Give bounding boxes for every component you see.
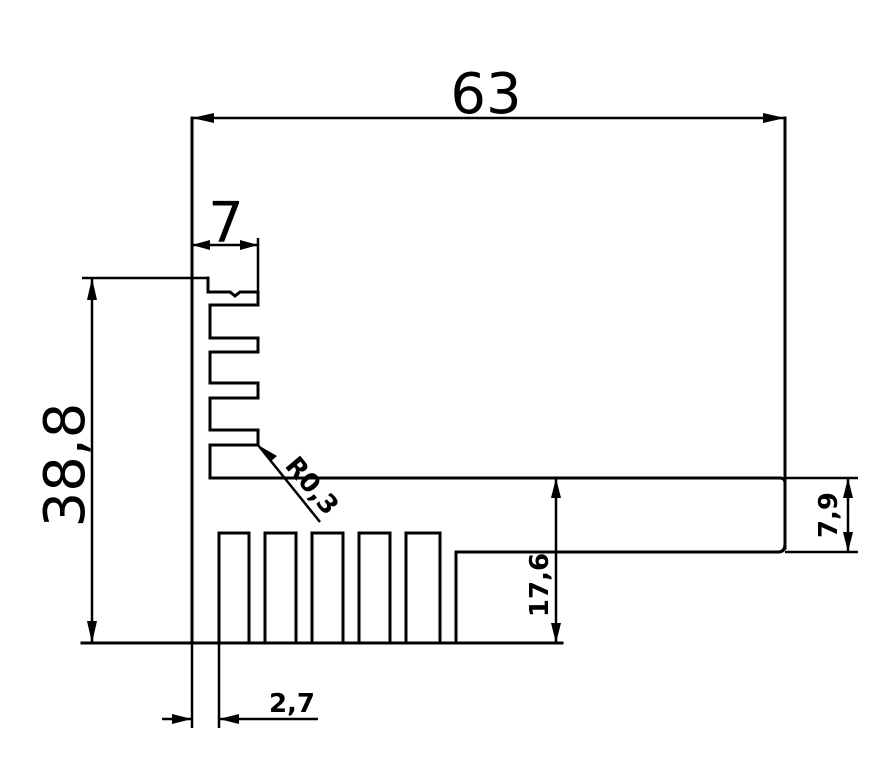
dimension-2-7: 2,7 bbox=[162, 643, 318, 728]
dimension-7-label: 7 bbox=[208, 191, 244, 256]
dimension-7-9: 7,9 bbox=[785, 476, 858, 554]
profile-outline bbox=[80, 116, 787, 645]
dimension-2-7-label: 2,7 bbox=[269, 689, 315, 719]
dimension-38-8: 38,8 bbox=[33, 276, 208, 643]
left-fins bbox=[206, 276, 787, 485]
dimension-17-6-label: 17,6 bbox=[525, 553, 555, 617]
dimension-r0-3: R0,3 bbox=[257, 444, 344, 523]
base-plate-right-step bbox=[454, 543, 787, 645]
dimension-7: 7 bbox=[192, 191, 260, 292]
dimension-7-9-label: 7,9 bbox=[814, 492, 844, 538]
dimension-63-label: 63 bbox=[450, 62, 521, 127]
dimension-63: 63 bbox=[192, 62, 785, 127]
dimension-38-8-label: 38,8 bbox=[33, 403, 98, 528]
bottom-fins bbox=[217, 531, 442, 645]
dimension-17-6: 17,6 bbox=[525, 478, 561, 643]
